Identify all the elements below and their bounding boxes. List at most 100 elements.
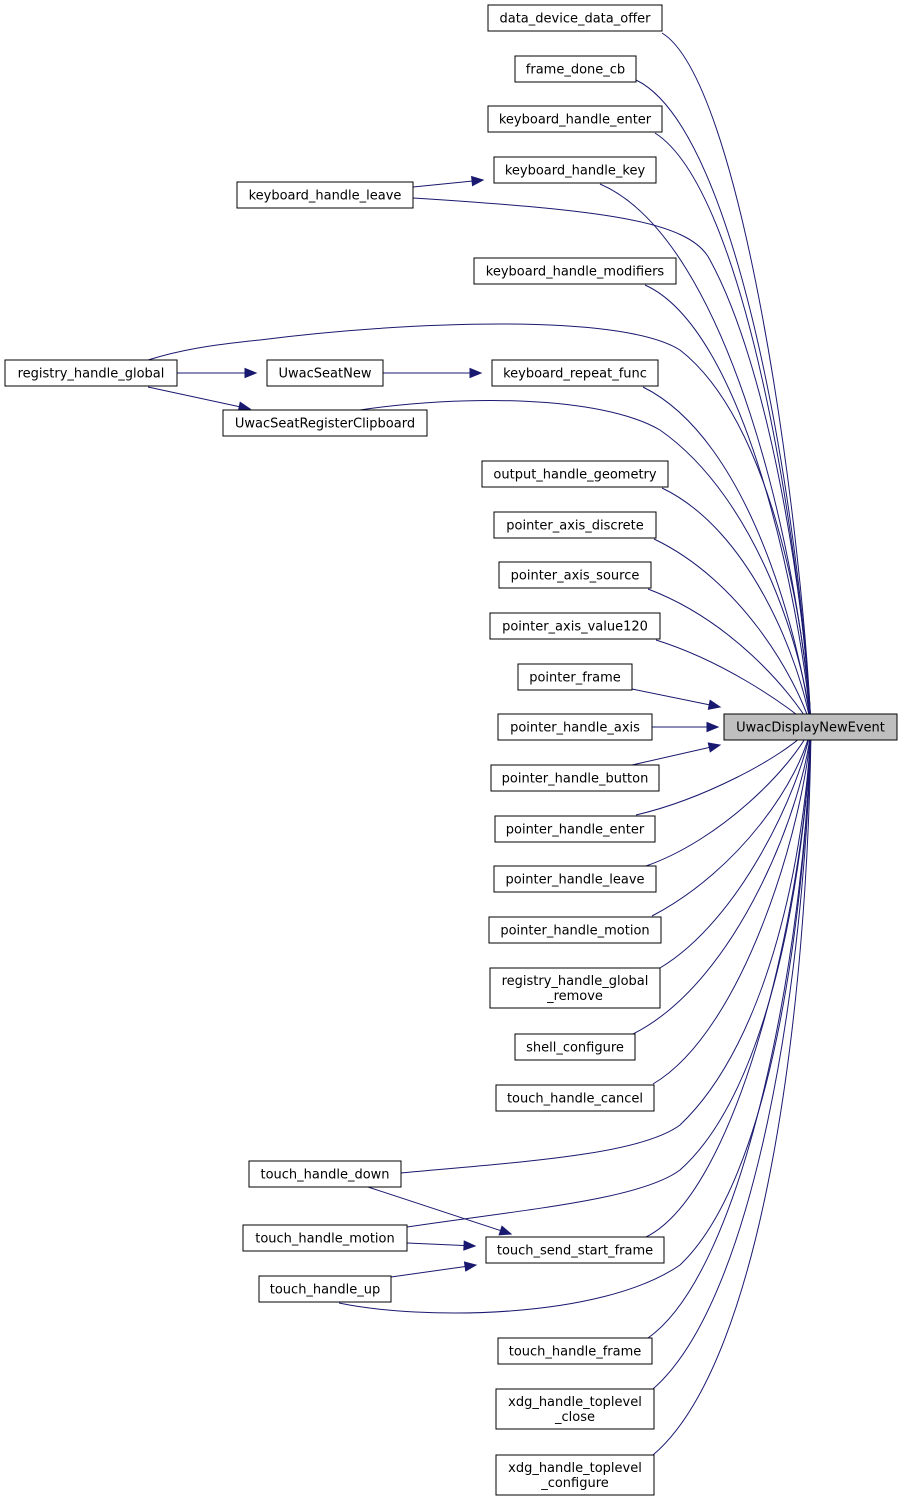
node-pointer-handle-button[interactable]: pointer_handle_button bbox=[490, 764, 660, 792]
node-label: output_handle_geometry bbox=[493, 468, 656, 483]
node-frame-done-cb[interactable]: frame_done_cb bbox=[514, 55, 637, 83]
arrowhead-icon bbox=[471, 175, 485, 187]
node-box bbox=[236, 181, 414, 209]
node-registry-handle-global[interactable]: registry_handle_global bbox=[4, 359, 178, 387]
node-label: keyboard_repeat_func bbox=[503, 367, 647, 382]
edge-line bbox=[631, 688, 721, 708]
node-keyboard-handle-leave[interactable]: keyboard_handle_leave bbox=[236, 181, 414, 209]
node-label: _close bbox=[554, 1410, 595, 1425]
edge-registry-handle-global-to-uwacseatregisterclipboard bbox=[147, 386, 252, 412]
edge-registry-handle-global-remove-to-uwacdisplaynewevent bbox=[659, 726, 815, 969]
edge-line bbox=[400, 727, 812, 1174]
node-label: _configure bbox=[540, 1476, 609, 1491]
edge-line bbox=[647, 588, 812, 727]
node-pointer-axis-source[interactable]: pointer_axis_source bbox=[498, 561, 652, 589]
node-label: xdg_handle_toplevel bbox=[508, 1395, 642, 1410]
node-label: pointer_frame bbox=[529, 671, 621, 686]
node-label: pointer_axis_discrete bbox=[506, 519, 643, 534]
node-touch-send-start-frame[interactable]: touch_send_start_frame bbox=[485, 1236, 665, 1264]
arrowhead-icon bbox=[707, 699, 722, 710]
node-label: touch_handle_down bbox=[260, 1168, 389, 1183]
node-pointer-frame[interactable]: pointer_frame bbox=[517, 663, 633, 691]
arrowhead-icon bbox=[706, 721, 720, 733]
node-label: frame_done_cb bbox=[526, 63, 625, 78]
node-box bbox=[489, 967, 661, 1009]
node-label: pointer_axis_source bbox=[511, 569, 640, 584]
node-box bbox=[473, 257, 677, 285]
node-box bbox=[495, 1084, 655, 1112]
arrowhead-icon bbox=[469, 367, 483, 379]
node-box bbox=[266, 359, 384, 387]
node-label: pointer_handle_axis bbox=[510, 721, 640, 736]
node-touch-handle-down[interactable]: touch_handle_down bbox=[248, 1160, 402, 1188]
edge-uwacseatnew-to-keyboard-repeat-func bbox=[383, 367, 483, 379]
node-uwacdisplaynewevent[interactable]: UwacDisplayNewEvent bbox=[723, 713, 898, 741]
edge-pointer-handle-button-to-uwacdisplaynewevent bbox=[631, 742, 722, 766]
node-keyboard-handle-key[interactable]: keyboard_handle_key bbox=[493, 156, 657, 184]
node-label: pointer_handle_enter bbox=[506, 823, 645, 838]
edge-touch-send-start-frame-to-uwacdisplaynewevent bbox=[645, 726, 816, 1238]
node-keyboard-repeat-func[interactable]: keyboard_repeat_func bbox=[491, 359, 659, 387]
node-label: pointer_handle_button bbox=[502, 772, 649, 787]
edge-pointer-handle-axis-to-uwacdisplaynewevent bbox=[652, 721, 720, 733]
node-box bbox=[493, 156, 657, 184]
node-uwacseatnew[interactable]: UwacSeatNew bbox=[266, 359, 384, 387]
edge-line bbox=[367, 1186, 512, 1235]
node-pointer-handle-motion[interactable]: pointer_handle_motion bbox=[488, 916, 662, 944]
node-label: pointer_handle_leave bbox=[505, 873, 644, 888]
node-pointer-axis-discrete[interactable]: pointer_axis_discrete bbox=[493, 511, 657, 539]
node-box bbox=[723, 713, 898, 741]
node-registry-handle-global-remove[interactable]: registry_handle_global_remove bbox=[489, 967, 661, 1009]
edge-registry-handle-global-to-uwacseatnew bbox=[177, 367, 258, 379]
node-pointer-axis-value120[interactable]: pointer_axis_value120 bbox=[489, 612, 661, 640]
edge-touch-handle-frame-to-uwacdisplaynewevent bbox=[647, 726, 816, 1339]
node-label: UwacSeatRegisterClipboard bbox=[235, 417, 415, 432]
node-uwacseatregisterclipboard[interactable]: UwacSeatRegisterClipboard bbox=[222, 409, 428, 437]
node-label: touch_handle_up bbox=[270, 1283, 380, 1298]
node-box bbox=[495, 1388, 655, 1430]
edge-line bbox=[406, 727, 812, 1228]
node-output-handle-geometry[interactable]: output_handle_geometry bbox=[481, 460, 669, 488]
node-touch-handle-up[interactable]: touch_handle_up bbox=[258, 1275, 392, 1303]
edge-touch-handle-up-to-touch-send-start-frame bbox=[390, 1261, 478, 1278]
node-keyboard-handle-modifiers[interactable]: keyboard_handle_modifiers bbox=[473, 257, 677, 285]
node-label: touch_handle_frame bbox=[509, 1345, 642, 1360]
node-box bbox=[497, 1337, 653, 1365]
node-box bbox=[514, 55, 637, 83]
node-data-device-data-offer[interactable]: data_device_data_offer bbox=[487, 4, 663, 32]
edge-line bbox=[651, 727, 812, 917]
node-pointer-handle-axis[interactable]: pointer_handle_axis bbox=[497, 713, 653, 741]
edge-line bbox=[632, 727, 812, 1035]
edge-line bbox=[659, 727, 812, 969]
edge-line bbox=[653, 538, 812, 727]
edge-line bbox=[338, 727, 812, 1314]
edge-touch-handle-down-to-touch-send-start-frame bbox=[367, 1186, 513, 1236]
node-label: data_device_data_offer bbox=[499, 12, 651, 27]
node-box bbox=[481, 460, 669, 488]
node-xdg-handle-toplevel-configure[interactable]: xdg_handle_toplevel_configure bbox=[495, 1454, 655, 1496]
node-touch-handle-frame[interactable]: touch_handle_frame bbox=[497, 1337, 653, 1365]
node-pointer-handle-leave[interactable]: pointer_handle_leave bbox=[493, 865, 657, 893]
node-touch-handle-cancel[interactable]: touch_handle_cancel bbox=[495, 1084, 655, 1112]
node-box bbox=[488, 916, 662, 944]
edge-frame-done-cb-to-uwacdisplaynewevent bbox=[635, 79, 816, 728]
node-shell-configure[interactable]: shell_configure bbox=[514, 1033, 636, 1061]
edge-pointer-axis-value120-to-uwacdisplaynewevent bbox=[655, 639, 813, 727]
node-xdg-handle-toplevel-close[interactable]: xdg_handle_toplevel_close bbox=[495, 1388, 655, 1430]
node-box bbox=[493, 865, 657, 893]
node-box bbox=[490, 764, 660, 792]
node-keyboard-handle-enter[interactable]: keyboard_handle_enter bbox=[487, 105, 663, 133]
edge-keyboard-handle-modifiers-to-uwacdisplaynewevent bbox=[644, 284, 816, 728]
edge-line bbox=[635, 79, 812, 727]
node-box bbox=[258, 1275, 392, 1303]
node-label: keyboard_handle_key bbox=[505, 164, 646, 179]
node-label: keyboard_handle_modifiers bbox=[486, 265, 665, 280]
node-pointer-handle-enter[interactable]: pointer_handle_enter bbox=[494, 815, 656, 843]
edge-pointer-handle-motion-to-uwacdisplaynewevent bbox=[651, 726, 814, 917]
edge-line bbox=[655, 639, 812, 727]
node-touch-handle-motion[interactable]: touch_handle_motion bbox=[242, 1224, 408, 1252]
edge-line bbox=[654, 132, 812, 727]
edge-line bbox=[652, 727, 812, 1456]
node-box bbox=[489, 612, 661, 640]
